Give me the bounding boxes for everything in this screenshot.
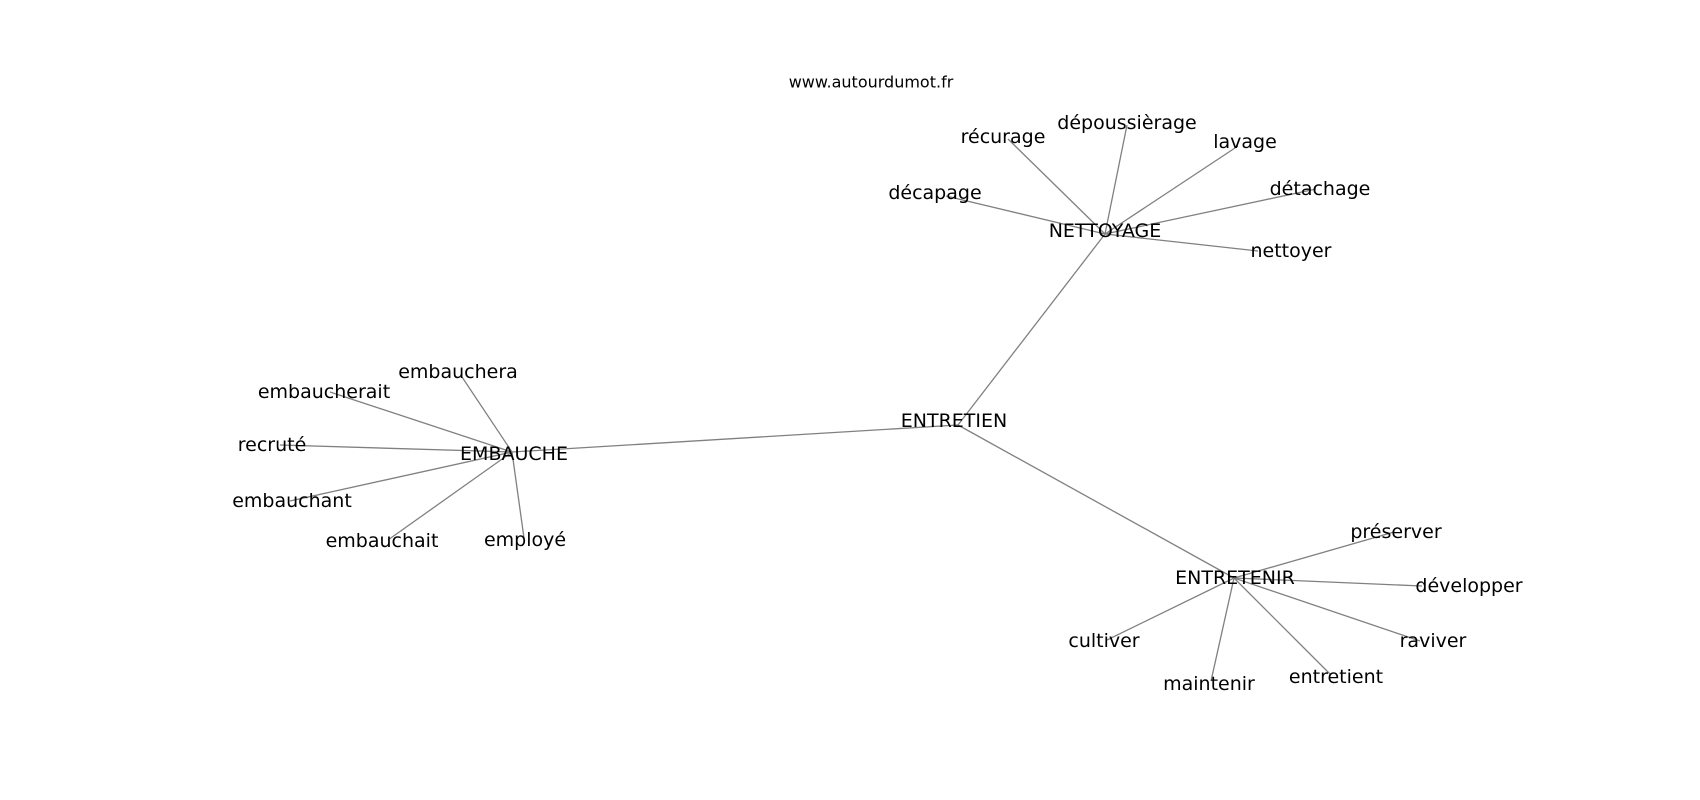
node-label-decapage: décapage — [888, 182, 981, 204]
edge-embauche-embaucherait — [329, 391, 513, 453]
node-label-maintenir: maintenir — [1163, 673, 1255, 695]
graph-labels: ENTRETIEN NETTOYAGE EMBAUCHE ENTRETENIR récu… — [232, 112, 1523, 695]
edge-entretenir-raviver — [1233, 577, 1421, 642]
edge-embauche-employe — [511, 451, 525, 539]
node-label-embauchant: embauchant — [232, 490, 352, 512]
edge-entretenir-cultiver — [1106, 577, 1235, 641]
edge-entretenir-developper — [1233, 577, 1423, 587]
edge-embauche-embauchait — [387, 451, 513, 541]
edge-nettoyage-nettoyer — [1104, 233, 1259, 252]
node-label-entretenir: ENTRETENIR — [1175, 567, 1295, 589]
node-label-embauchera: embauchera — [398, 361, 518, 383]
site-watermark: www.autourdumot.fr — [789, 73, 954, 92]
node-label-cultiver: cultiver — [1068, 630, 1139, 652]
edge-entretenir-maintenir — [1210, 577, 1235, 682]
edge-embauche-embauchera — [461, 376, 513, 453]
edge-nettoyage-decapage — [945, 195, 1106, 235]
node-label-detachage: détachage — [1270, 178, 1371, 200]
edge-embauche-embauchant — [289, 451, 513, 502]
node-label-employe: employé — [484, 529, 566, 551]
node-label-embauchait: embauchait — [326, 530, 439, 552]
edge-entretenir-preserver — [1233, 531, 1395, 579]
edge-entretien-nettoyage — [957, 233, 1106, 426]
node-label-depoussierage: dépoussièrage — [1057, 112, 1196, 134]
node-label-recrute: recruté — [238, 434, 307, 456]
node-label-nettoyage: NETTOYAGE — [1049, 220, 1162, 242]
edge-entretien-embauche — [511, 424, 959, 453]
edge-nettoyage-detachage — [1104, 188, 1317, 235]
node-label-entretient: entretient — [1289, 666, 1383, 688]
node-label-raviver: raviver — [1400, 630, 1467, 652]
node-label-nettoyer: nettoyer — [1250, 240, 1331, 262]
edge-nettoyage-recurage — [1007, 138, 1106, 235]
node-label-embauche: EMBAUCHE — [460, 443, 568, 465]
node-label-entretien: ENTRETIEN — [901, 410, 1007, 432]
node-label-embaucherait: embaucherait — [258, 381, 390, 403]
node-label-lavage: lavage — [1213, 131, 1277, 153]
edge-entretenir-entretient — [1233, 577, 1332, 676]
node-label-developper: développer — [1415, 575, 1522, 597]
node-label-preserver: préserver — [1350, 521, 1441, 543]
graph-edges — [279, 124, 1423, 682]
edge-nettoyage-depoussierage — [1104, 124, 1128, 235]
edge-entretien-entretenir — [957, 424, 1235, 579]
edge-nettoyage-lavage — [1104, 145, 1239, 235]
node-label-recurage: récurage — [961, 126, 1046, 148]
edge-embauche-recrute — [279, 444, 513, 453]
